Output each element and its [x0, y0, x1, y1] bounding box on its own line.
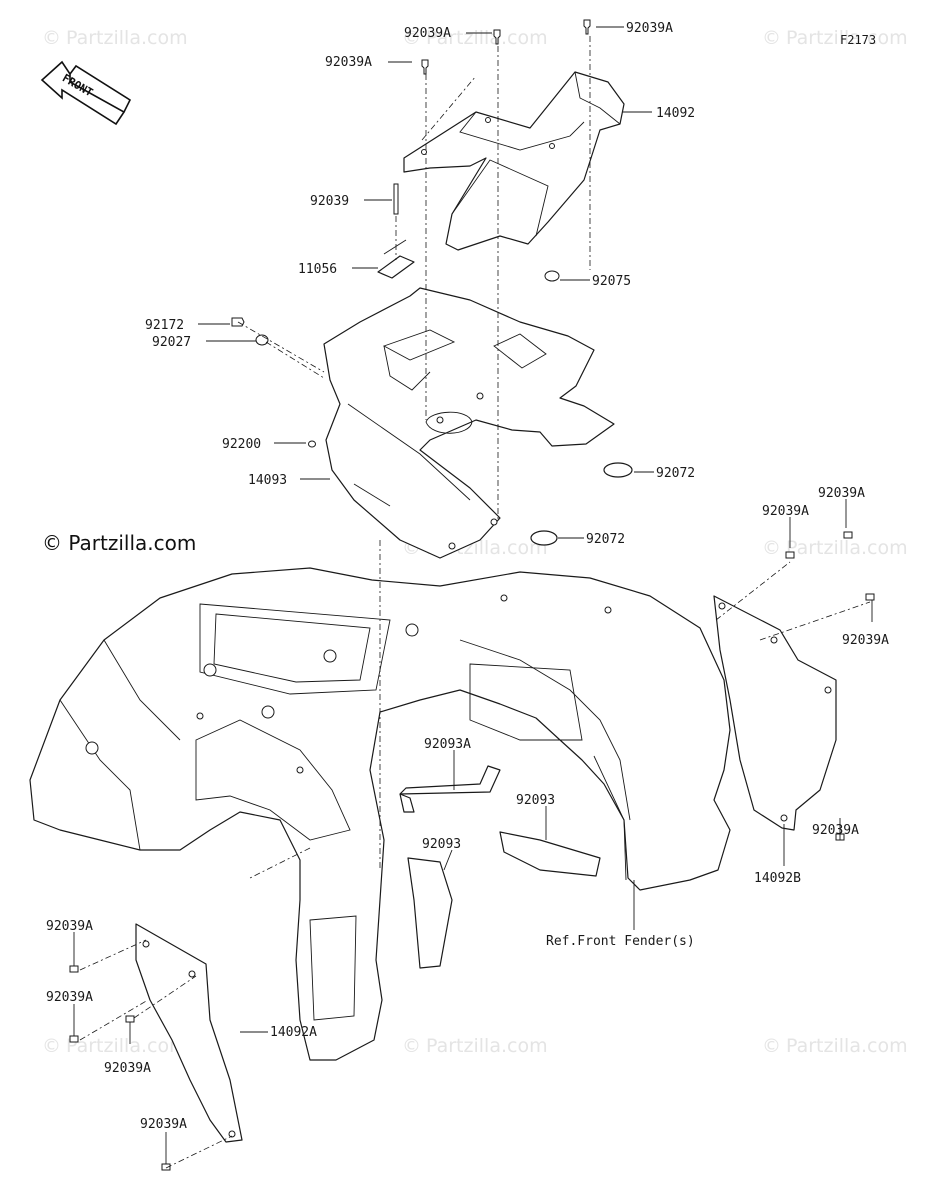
part-14092-upper-guard: [403, 71, 625, 251]
label-92039A: 92039A: [818, 486, 865, 501]
part-labels: 92039A 92039A 92039A 14092 92039 11056 9…: [46, 21, 889, 1132]
watermark-symbol: ©: [762, 27, 781, 49]
part-14092A-mudflap: [135, 923, 243, 1143]
nut-fastener: [308, 440, 316, 448]
watermark-bottom-left: © Partzilla.com: [42, 1035, 188, 1057]
watermark-bottom-right: © Partzilla.com: [762, 1035, 908, 1057]
watermark-text: Partzilla.com: [786, 1035, 908, 1057]
label-92039A: 92039A: [46, 919, 93, 934]
label-14092B: 14092B: [754, 871, 801, 886]
label-92039A: 92039A: [842, 633, 889, 648]
clip-fastener: [843, 531, 853, 539]
label-92039A: 92039A: [626, 21, 673, 36]
seal-92093-shape: [499, 831, 601, 877]
main-watermark: © Partzilla.com: [42, 531, 196, 555]
label-92172: 92172: [145, 318, 184, 333]
clip-fastener: [785, 551, 795, 559]
watermark-symbol: ©: [402, 1035, 421, 1057]
label-92039: 92039: [310, 194, 349, 209]
label-92093: 92093: [516, 793, 555, 808]
leader-lines: [73, 26, 873, 1164]
watermark-bottom-center: © Partzilla.com: [402, 1035, 548, 1057]
label-92093: 92093: [422, 837, 461, 852]
part-92072-clamps: [530, 462, 633, 546]
watermark-text: Partzilla.com: [66, 1035, 188, 1057]
part-11056-bracket: [377, 239, 415, 279]
label-92039A: 92039A: [104, 1061, 151, 1076]
watermark-symbol: ©: [42, 27, 61, 49]
clip-fastener: [583, 19, 591, 35]
label-14092A: 14092A: [270, 1025, 317, 1040]
watermark-text: Partzilla.com: [426, 1035, 548, 1057]
label-92039A: 92039A: [325, 55, 372, 70]
seal-92093-lower-shape: [407, 857, 453, 969]
part-14093-tray: [323, 287, 615, 559]
part-rear-fender: [29, 567, 731, 1061]
label-92093A: 92093A: [424, 737, 471, 752]
clamp-upper: [603, 462, 633, 478]
label-92075: 92075: [592, 274, 631, 289]
front-direction-arrow: FRONT: [40, 60, 132, 126]
label-92039A: 92039A: [762, 504, 809, 519]
label-11056: 11056: [298, 262, 337, 277]
label-92039A: 92039A: [46, 990, 93, 1005]
clip-fastener: [69, 965, 79, 973]
clip-fastener: [493, 29, 501, 45]
clamp-lower: [530, 530, 558, 546]
seal-92093A-shape: [399, 765, 501, 813]
label-92072: 92072: [586, 532, 625, 547]
clip-fastener: [125, 1015, 135, 1023]
part-seals: [399, 765, 601, 969]
watermarks: © Partzilla.com © Partzilla.com © Partzi…: [42, 27, 908, 1057]
watermark-symbol: ©: [762, 537, 781, 559]
watermark-mid-right: © Partzilla.com: [762, 537, 908, 559]
watermark-top-right: © Partzilla.com: [762, 27, 908, 49]
watermark-top-center: © Partzilla.com: [402, 27, 548, 49]
label-92039A: 92039A: [140, 1117, 187, 1132]
rivet-fastener: [393, 183, 399, 215]
reference-note: Ref.Front Fender(s): [546, 934, 695, 949]
label-14093: 14093: [248, 473, 287, 488]
watermark-symbol: ©: [42, 1035, 61, 1057]
watermark-text: Partzilla.com: [786, 537, 908, 559]
watermark-text: Partzilla.com: [786, 27, 908, 49]
label-92039A: 92039A: [404, 26, 451, 41]
figure-code: F2173: [840, 33, 876, 47]
watermark-text: Partzilla.com: [426, 27, 548, 49]
clip-fastener: [865, 593, 875, 601]
clip-fastener: [161, 1163, 171, 1171]
assembly-lines: [79, 36, 871, 1169]
watermark-symbol: ©: [762, 1035, 781, 1057]
watermark-top-left: © Partzilla.com: [42, 27, 188, 49]
watermark-symbol: ©: [402, 27, 421, 49]
label-92027: 92027: [152, 335, 191, 350]
label-92200: 92200: [222, 437, 261, 452]
clip-fastener: [69, 1035, 79, 1043]
label-92039A: 92039A: [812, 823, 859, 838]
washer-fastener: [255, 334, 269, 346]
clip-fastener: [421, 59, 429, 75]
watermark-text: Partzilla.com: [66, 27, 188, 49]
grommet-fastener: [544, 270, 560, 282]
label-92072: 92072: [656, 466, 695, 481]
label-14092: 14092: [656, 106, 695, 121]
part-14092B-mudflap: [713, 595, 837, 831]
